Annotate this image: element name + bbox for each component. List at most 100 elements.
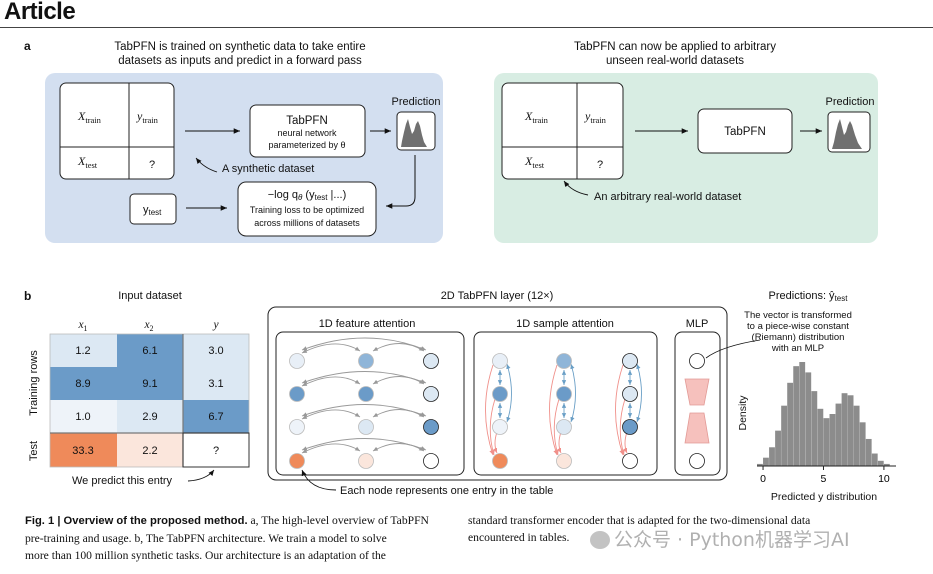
right-data-table (501, 82, 624, 180)
node-note: Each node represents one entry in the ta… (340, 485, 553, 497)
title-rule (0, 27, 933, 28)
hist-bar (829, 414, 836, 466)
cell-text: ? (213, 445, 219, 457)
hist-bar (859, 422, 866, 466)
cell-text: 1.0 (75, 411, 90, 423)
pred-note-line1: The vector is transformed (744, 310, 852, 321)
page-title: Article (4, 0, 76, 25)
cell-r3-c1 (50, 400, 117, 433)
cell-text: 33.3 (72, 445, 93, 457)
hist-bar (757, 463, 763, 466)
synthetic-note-arrow (195, 157, 218, 173)
predict-note-arrow (187, 469, 215, 482)
hist-bar (781, 405, 788, 466)
hist-bar (871, 453, 878, 466)
hist-xlabel: Predicted y distribution (771, 491, 877, 503)
right-model-title: TabPFN (724, 126, 766, 138)
loss-box (237, 181, 377, 237)
hist-bar (799, 362, 806, 466)
loss-line2: Training loss to be optimized (250, 205, 364, 215)
input-table (49, 333, 250, 468)
left-prediction-label: Prediction (392, 96, 441, 108)
cell-r1-c3 (183, 334, 249, 367)
hist-bar (883, 463, 890, 466)
panel-a-label: a (24, 39, 31, 53)
feature-attention-box (275, 331, 465, 476)
hist-bar (793, 366, 800, 466)
y-test-label: ytest (143, 204, 162, 217)
caption-line2: pre-training and usage. b, The TabPFN ar… (25, 532, 387, 545)
right-heading-line2: unseen real-world datasets (606, 55, 744, 67)
cell-text: 2.9 (142, 411, 157, 423)
caption-right-line1: standard transformer encoder that is ada… (468, 514, 811, 527)
arrow-prediction-to-loss (386, 155, 416, 209)
cell-r3-c3 (183, 400, 249, 433)
hist-ylabel: Density (737, 395, 749, 431)
cell-r1-c2 (117, 334, 183, 367)
sample-attention-label: 1D sample attention (516, 318, 614, 330)
right-x-test: Xtest (524, 154, 545, 170)
left-x-test: Xtest (77, 154, 98, 170)
mlp-label: MLP (686, 318, 709, 330)
predict-note: We predict this entry (72, 475, 173, 487)
hist-bar (841, 393, 848, 466)
right-x-train: Xtrain (524, 109, 549, 125)
cell-text: 8.9 (75, 378, 90, 390)
left-prediction-icon (396, 111, 436, 151)
cell-r4-c2 (117, 433, 183, 467)
right-y-train: ytrain (584, 109, 607, 125)
synthetic-note: A synthetic dataset (222, 163, 314, 175)
hist-bar (817, 408, 824, 466)
cell-r2-c1 (50, 367, 117, 400)
hist-bar (823, 418, 830, 466)
hist-tick-label: 5 (821, 473, 827, 485)
cell-r3-c2 (117, 400, 183, 433)
left-model-line2: neural network (277, 128, 337, 138)
hist-bar (811, 391, 818, 466)
cell-r2-c2 (117, 367, 183, 400)
hist-bar (853, 405, 860, 466)
watermark: 公众号 · Python机器学习AI (590, 525, 850, 552)
sample-attention-arrows (485, 363, 642, 456)
left-model-line3: parameterized by θ (268, 140, 345, 150)
caption-left: Fig. 1 | Overview of the proposed method… (25, 512, 465, 564)
hist-bar (787, 382, 794, 466)
node-note-arrow (301, 469, 337, 491)
caption-right: standard transformer encoder that is ada… (468, 512, 908, 546)
pred-note-line3: (Riemann) distribution (752, 332, 845, 343)
realworld-note-arrow (563, 180, 589, 196)
feature-attention-nodes (289, 353, 439, 469)
right-prediction-icon (827, 111, 871, 153)
cell-text: 3.1 (208, 378, 223, 390)
input-dataset-title: Input dataset (118, 290, 182, 302)
cell-text: 3.0 (208, 345, 223, 357)
row-group-training: Training rows (28, 350, 40, 416)
feature-attention-label: 1D feature attention (319, 318, 416, 330)
hist-bar (763, 457, 769, 466)
right-heading-line1: TabPFN can now be applied to arbitrary (574, 41, 776, 53)
right-prediction-label: Prediction (826, 96, 875, 108)
loss-line3: across millions of datasets (254, 218, 360, 228)
hist-bar (865, 438, 872, 466)
left-model-box (249, 104, 366, 158)
row-group-test: Test (28, 441, 40, 461)
left-x-train: Xtrain (77, 109, 102, 125)
sample-attention-nodes (492, 353, 638, 469)
col-header-x1: x1 (77, 319, 87, 333)
cell-r2-c3 (183, 367, 249, 400)
col-header-x2: x2 (143, 319, 153, 333)
left-heading-line2: datasets as inputs and predict in a forw… (118, 55, 362, 67)
density-histogram (757, 362, 890, 466)
mlp-to-note-line (705, 339, 761, 359)
left-y-train: ytrain (136, 109, 159, 125)
mlp-blocks (684, 353, 710, 469)
caption-line3: more than 100 million synthetic tasks. O… (25, 549, 386, 562)
cell-r4-c3 (183, 433, 249, 467)
cell-r1-c1 (50, 334, 117, 367)
hist-bar (805, 372, 812, 466)
left-heading-line1: TabPFN is trained on synthetic data to t… (114, 41, 365, 53)
hist-bar (835, 403, 842, 466)
col-header-y: y (212, 319, 219, 331)
left-unknown: ? (149, 159, 155, 171)
